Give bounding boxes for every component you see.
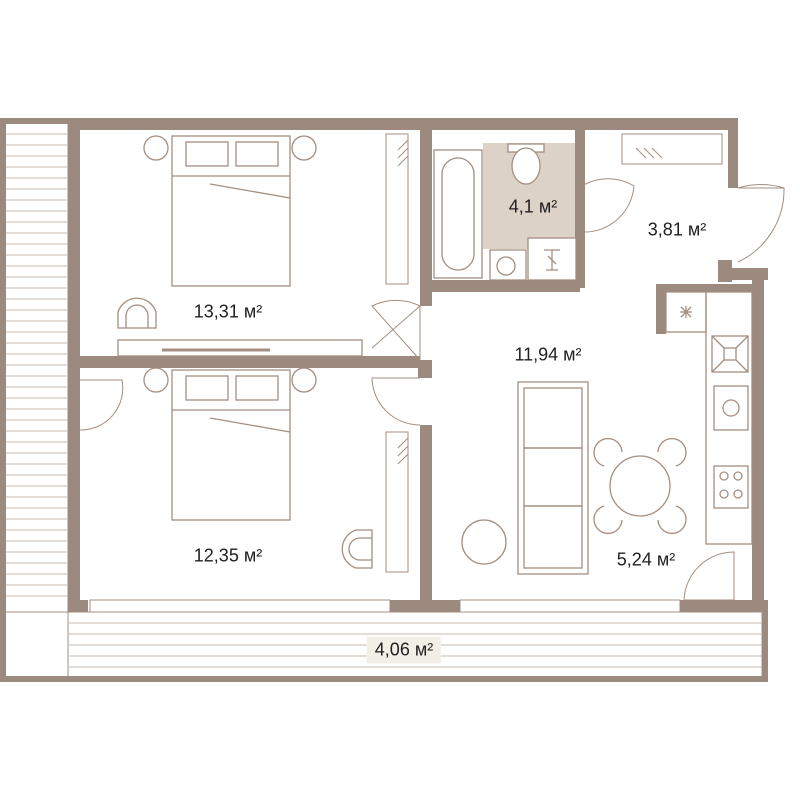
chair-2 <box>341 529 373 569</box>
area-label-balcony: 4,06 м² <box>366 636 442 664</box>
balcony <box>0 121 763 679</box>
bathtub <box>433 149 483 279</box>
doors <box>79 178 785 601</box>
area-label-kitchen: 5,24 м² <box>616 549 676 570</box>
bed-1 <box>143 135 317 287</box>
bed-2 <box>143 367 317 521</box>
coffee-table <box>461 519 507 565</box>
window-marks <box>397 139 663 465</box>
washer <box>527 237 577 281</box>
balcony-slats <box>6 133 68 597</box>
chair-1 <box>117 297 157 329</box>
sink <box>489 249 527 281</box>
tv-console <box>117 339 363 357</box>
area-label-living-room: 11,94 м² <box>514 344 582 365</box>
area-label-bathroom: 4,1 м² <box>508 196 558 217</box>
area-label-hallway: 3,81 м² <box>647 219 707 240</box>
toilet <box>507 143 545 185</box>
sofa <box>517 381 589 575</box>
windows <box>89 133 723 613</box>
dining-table <box>593 437 687 535</box>
kitchen-counter <box>665 291 753 545</box>
area-label-bedroom-1: 13,31 м² <box>193 301 263 322</box>
area-label-bedroom-2: 12,35 м² <box>193 545 263 566</box>
walls <box>0 118 768 682</box>
